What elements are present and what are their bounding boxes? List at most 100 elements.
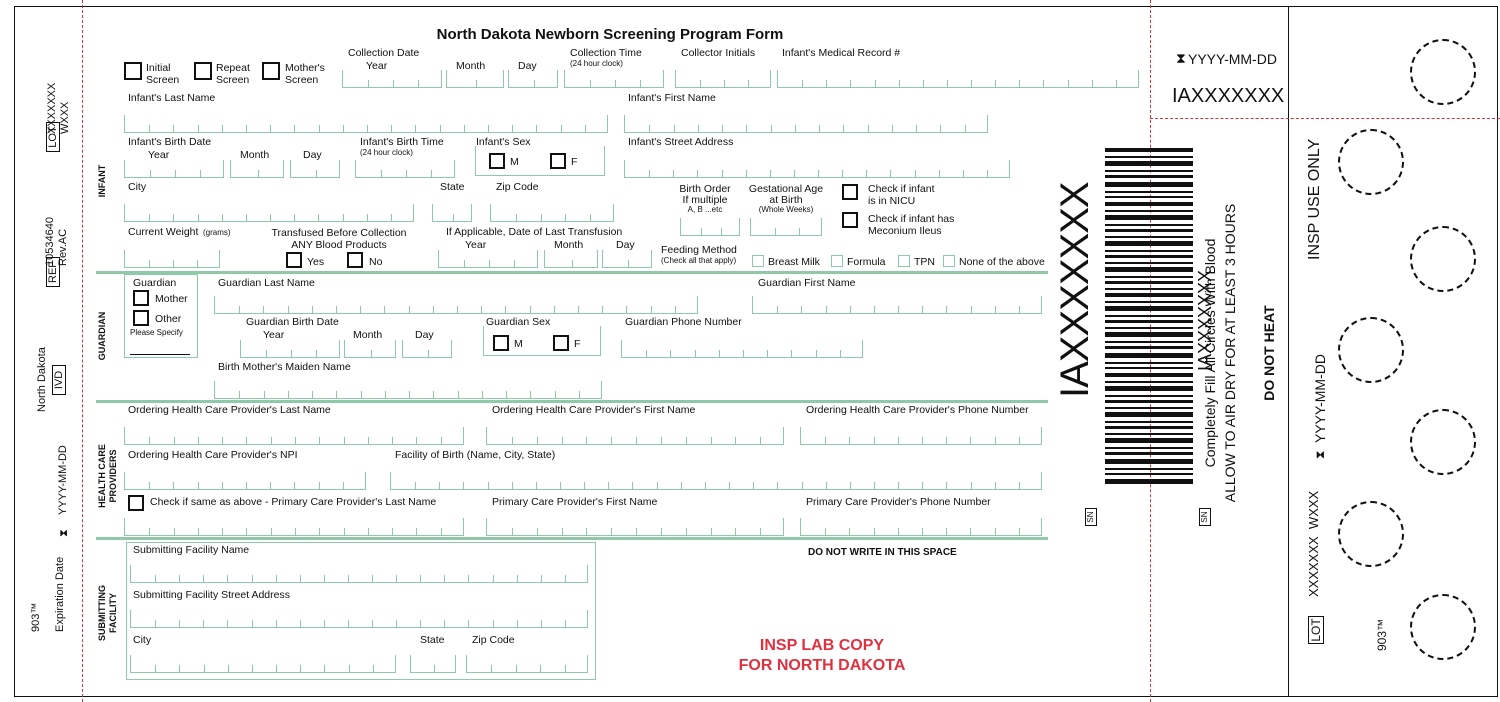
submitting-name-label: Submitting Facility Name [133, 544, 250, 556]
birth-order-field[interactable] [680, 218, 740, 236]
blood-spot-circle-3[interactable] [1410, 226, 1476, 292]
guardian-day-label: Day [415, 329, 434, 341]
infant-year-label: Year [148, 149, 170, 161]
guardian-specify-hint: Please Specify [130, 328, 183, 337]
providers-section-label: HEALTH CARE PROVIDERS [97, 444, 118, 508]
transfused-yes-label: Yes [307, 256, 325, 268]
blood-spot-circle-1[interactable] [1410, 39, 1476, 105]
infant-zip-field[interactable] [490, 204, 614, 222]
infant-birth-month-field[interactable] [230, 160, 284, 178]
breast-milk-checkbox[interactable] [752, 255, 764, 267]
maiden-name-field[interactable] [214, 381, 602, 399]
infant-birth-day-field[interactable] [290, 160, 340, 178]
collection-month-label: Month [456, 60, 486, 72]
formula-checkbox[interactable] [831, 255, 843, 267]
infant-city-field[interactable] [124, 204, 414, 222]
infant-last-name-label: Infant's Last Name [128, 92, 216, 104]
collection-time-field[interactable] [564, 70, 664, 88]
mothers-screen-label: Mother's Screen [285, 62, 325, 86]
collector-initials-field[interactable] [675, 70, 771, 88]
infant-zip-label: Zip Code [496, 181, 539, 193]
guardian-type-box [124, 274, 198, 358]
facility-of-birth-field[interactable] [390, 472, 1042, 490]
ord-phone-field[interactable] [800, 427, 1042, 445]
collection-day-label: Day [518, 60, 537, 72]
nicu-label: Check if infant is in NICU [868, 183, 935, 207]
infant-city-label: City [128, 181, 147, 193]
guardian-birth-day-field[interactable] [402, 340, 452, 358]
mothers-screen-checkbox[interactable] [262, 62, 280, 80]
submitting-zip-field[interactable] [466, 655, 588, 673]
pcp-same-checkbox[interactable] [128, 495, 144, 511]
collection-day-field[interactable] [508, 70, 558, 88]
infant-street-field[interactable] [624, 160, 1010, 178]
hourglass-icon-right: ⧗ [1313, 450, 1327, 459]
guardian-sex-f-checkbox[interactable] [553, 335, 569, 351]
feeding-method-label: Feeding Method [661, 244, 737, 256]
transfusion-month-field[interactable] [544, 250, 598, 268]
infant-birth-time-field[interactable] [355, 160, 455, 178]
nicu-checkbox[interactable] [842, 184, 858, 200]
gestational-age-field[interactable] [750, 218, 822, 236]
pcp-phone-field[interactable] [800, 518, 1042, 536]
ord-npi-field[interactable] [124, 472, 366, 490]
blood-spot-circle-7[interactable] [1410, 594, 1476, 660]
weight-field[interactable] [124, 250, 220, 268]
transfused-yes-checkbox[interactable] [286, 252, 302, 268]
blood-spot-circle-6[interactable] [1338, 501, 1404, 567]
repeat-screen-checkbox[interactable] [194, 62, 212, 80]
guardian-specify-field[interactable] [130, 354, 190, 355]
meconium-checkbox[interactable] [842, 212, 858, 228]
submitting-street-field[interactable] [130, 610, 588, 628]
guardian-first-name-field[interactable] [752, 296, 1042, 314]
blood-spot-circle-4[interactable] [1338, 317, 1404, 383]
lab-copy-notice: INSP LAB COPY FOR NORTH DAKOTA [738, 637, 906, 674]
submitting-city-field[interactable] [130, 655, 396, 673]
pcp-last-name-field[interactable] [124, 518, 464, 536]
maiden-name-label: Birth Mother's Maiden Name [218, 361, 351, 373]
transfusion-day-field[interactable] [602, 250, 652, 268]
guardian-sex-m-checkbox[interactable] [493, 335, 509, 351]
transfused-no-checkbox[interactable] [347, 252, 363, 268]
ord-first-name-field[interactable] [486, 427, 784, 445]
collection-month-field[interactable] [446, 70, 504, 88]
instruction-air-dry: ALLOW TO AIR DRY FOR AT LEAST 3 HOURS [1222, 203, 1238, 503]
birth-order-hint: A, B ...etc [687, 205, 723, 214]
medical-record-field[interactable] [777, 70, 1139, 88]
guardian-other-checkbox[interactable] [133, 310, 149, 326]
none-checkbox[interactable] [943, 255, 955, 267]
guardian-mother-checkbox[interactable] [133, 290, 149, 306]
submitting-section-label: SUBMITTING FACILITY [97, 585, 118, 641]
submitting-state-field[interactable] [410, 655, 456, 673]
ref-label: REF [46, 257, 60, 287]
guardian-sex-f-label: F [574, 338, 581, 350]
guardian-phone-field[interactable] [621, 340, 863, 358]
initial-screen-checkbox[interactable] [124, 62, 142, 80]
infant-first-name-field[interactable] [624, 115, 988, 133]
guardian-last-name-label: Guardian Last Name [218, 277, 315, 289]
infant-month-label: Month [240, 149, 270, 161]
pcp-first-name-field[interactable] [486, 518, 784, 536]
breast-milk-label: Breast Milk [768, 256, 820, 268]
barcode-number-large: IAXXXXXXX [1053, 182, 1097, 398]
infant-sex-f-checkbox[interactable] [550, 153, 566, 169]
infant-last-name-field[interactable] [124, 115, 608, 133]
infant-birth-year-field[interactable] [124, 160, 224, 178]
collection-year-field[interactable] [342, 70, 442, 88]
guardian-birth-year-field[interactable] [240, 340, 340, 358]
expiration-date-label: Expiration Date [54, 556, 66, 632]
blood-spot-circle-2[interactable] [1338, 129, 1404, 195]
facility-of-birth-label: Facility of Birth (Name, City, State) [395, 449, 556, 461]
collection-time-hint: (24 hour clock) [570, 59, 623, 68]
guardian-last-name-field[interactable] [214, 296, 698, 314]
infant-state-field[interactable] [432, 204, 472, 222]
ord-last-name-field[interactable] [124, 427, 464, 445]
tpn-checkbox[interactable] [898, 255, 910, 267]
infant-sex-m-checkbox[interactable] [489, 153, 505, 169]
transfusion-year-field[interactable] [438, 250, 538, 268]
blood-spot-circle-5[interactable] [1410, 409, 1476, 475]
guardian-birth-month-field[interactable] [344, 340, 396, 358]
repeat-screen-label: Repeat Screen [216, 62, 250, 86]
guardian-other-label: Other [155, 313, 182, 325]
submitting-name-field[interactable] [130, 565, 588, 583]
